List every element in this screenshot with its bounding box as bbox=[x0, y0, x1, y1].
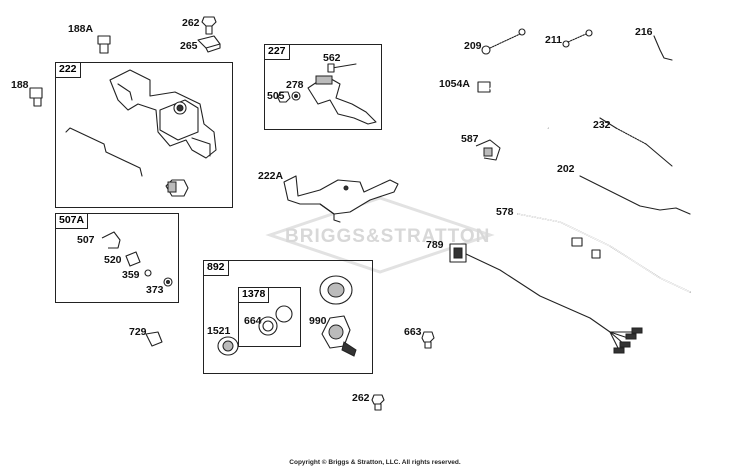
part-578-harness bbox=[517, 213, 691, 293]
box-222-tag: 222 bbox=[55, 62, 81, 78]
part-222-rod bbox=[65, 127, 143, 177]
part-188-bolt bbox=[29, 87, 43, 107]
part-222-bracket bbox=[109, 69, 217, 159]
callout-1521: 1521 bbox=[207, 325, 231, 337]
part-373-nut bbox=[163, 277, 173, 287]
part-265-clip bbox=[197, 35, 221, 53]
callout-789: 789 bbox=[426, 239, 444, 251]
callout-663: 663 bbox=[404, 326, 422, 338]
part-209-spring bbox=[481, 28, 526, 55]
callout-664: 664 bbox=[244, 315, 262, 327]
callout-232: 232 bbox=[593, 119, 611, 131]
callout-222a: 222A bbox=[258, 170, 284, 182]
callout-507: 507 bbox=[77, 234, 95, 246]
part-211-spring bbox=[562, 29, 593, 48]
callout-562: 562 bbox=[323, 52, 341, 64]
box-507a-tag: 507A bbox=[55, 213, 89, 229]
callout-262-bottom: 262 bbox=[352, 392, 370, 404]
box-1378: 1378 bbox=[238, 287, 301, 347]
part-216-rod bbox=[653, 35, 673, 61]
copyright-notice: Copyright © Briggs & Stratton, LLC. All … bbox=[289, 459, 461, 466]
callout-211: 211 bbox=[545, 34, 562, 46]
part-222-knob bbox=[165, 179, 189, 197]
callout-209: 209 bbox=[464, 40, 482, 52]
callout-265: 265 bbox=[180, 40, 198, 52]
box-222: 222 bbox=[55, 62, 233, 208]
callout-578: 578 bbox=[496, 206, 514, 218]
box-507a: 507A bbox=[55, 213, 179, 303]
part-188a-bolt bbox=[97, 35, 111, 54]
callout-216: 216 bbox=[635, 26, 653, 38]
callout-188a: 188A bbox=[68, 23, 94, 35]
callout-505: 505 bbox=[267, 90, 285, 102]
part-262-bolt-bottom bbox=[371, 394, 385, 411]
box-227: 227 bbox=[264, 44, 382, 130]
part-507-clip bbox=[101, 231, 121, 249]
part-587-clip bbox=[475, 139, 501, 161]
callout-359: 359 bbox=[122, 269, 140, 281]
callout-262-top: 262 bbox=[182, 17, 200, 29]
part-520-clip bbox=[125, 251, 141, 267]
callout-373: 373 bbox=[146, 284, 164, 296]
part-1054a-tie bbox=[477, 81, 549, 129]
callout-520: 520 bbox=[104, 254, 122, 266]
callout-278: 278 bbox=[286, 79, 304, 91]
part-789-harness bbox=[449, 243, 643, 354]
box-1378-tag: 1378 bbox=[238, 287, 270, 303]
part-232-spring bbox=[599, 117, 673, 167]
callout-587: 587 bbox=[461, 133, 479, 145]
part-222a-bracket bbox=[283, 175, 399, 223]
callout-990: 990 bbox=[309, 315, 327, 327]
callout-1054a: 1054A bbox=[439, 78, 470, 90]
box-892-tag: 892 bbox=[203, 260, 229, 276]
part-663-fastener bbox=[421, 331, 435, 349]
callout-188: 188 bbox=[11, 79, 29, 91]
part-359-washer bbox=[144, 269, 152, 277]
callout-729: 729 bbox=[129, 326, 147, 338]
callout-202: 202 bbox=[557, 163, 575, 175]
watermark-text: BRIGGS&STRATTON bbox=[285, 226, 491, 247]
part-202-rod bbox=[579, 175, 691, 215]
box-892: 892 bbox=[203, 260, 373, 374]
part-990-switch bbox=[319, 275, 357, 357]
part-262-bolt-top bbox=[201, 16, 217, 35]
part-1521-grommet bbox=[217, 336, 239, 356]
box-227-tag: 227 bbox=[264, 44, 290, 60]
part-227-assembly bbox=[277, 63, 377, 125]
part-664-nut bbox=[258, 305, 293, 336]
part-729-fastener bbox=[145, 331, 163, 347]
